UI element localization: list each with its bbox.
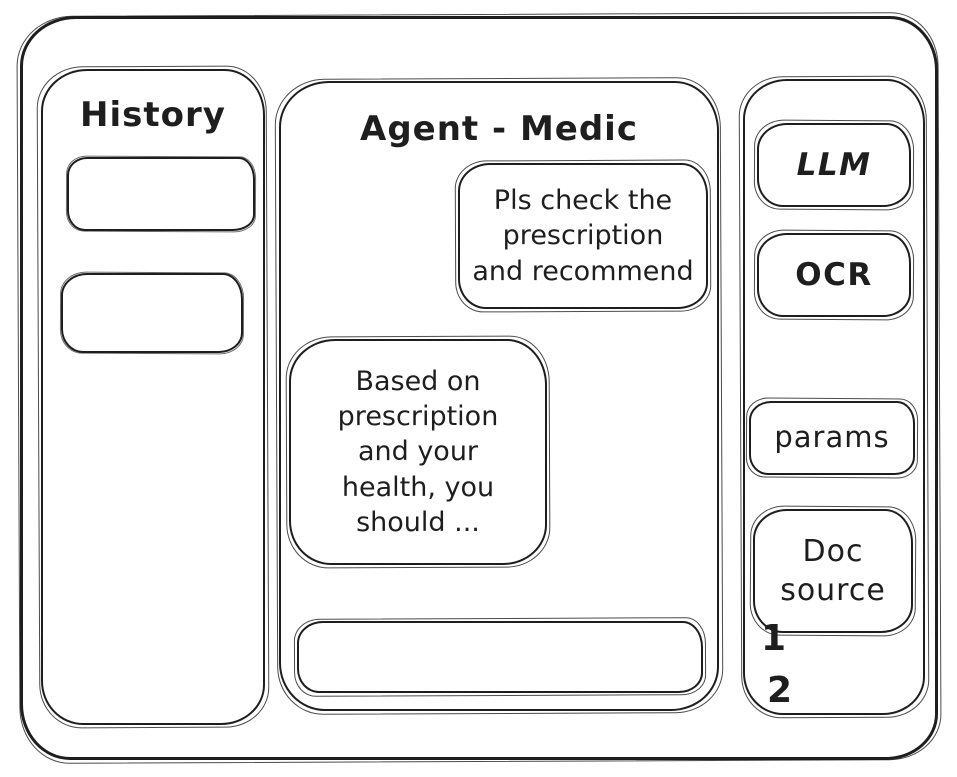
history-sidebar: History [41,69,265,725]
history-title: History [80,95,226,135]
message-input-field[interactable] [299,623,701,691]
history-item[interactable] [61,273,243,353]
chat-title: Agent - Medic [360,109,638,149]
message-input-bar[interactable] [297,621,703,693]
tools-sidebar: LLM OCR params Doc source 1 2 [743,79,925,715]
doc-source-button[interactable]: Doc source [753,509,913,633]
llm-button[interactable]: LLM [757,123,911,207]
user-message-text: Pls check the prescription and recommend [472,185,694,287]
user-message-bubble: Pls check the prescription and recommend [458,163,708,309]
history-item[interactable] [67,157,255,231]
chat-panel: Agent - Medic Pls check the prescription… [279,81,719,711]
footnote-2: 2 [767,670,793,711]
agent-message-bubble: Based on prescription and your health, y… [289,339,547,565]
agent-message-text: Based on prescription and your health, y… [337,366,499,538]
app-window: History Agent - Medic Pls check the pres… [20,16,938,760]
params-button[interactable]: params [749,401,915,475]
footnote-1: 1 [761,618,787,659]
ocr-button[interactable]: OCR [757,233,911,317]
